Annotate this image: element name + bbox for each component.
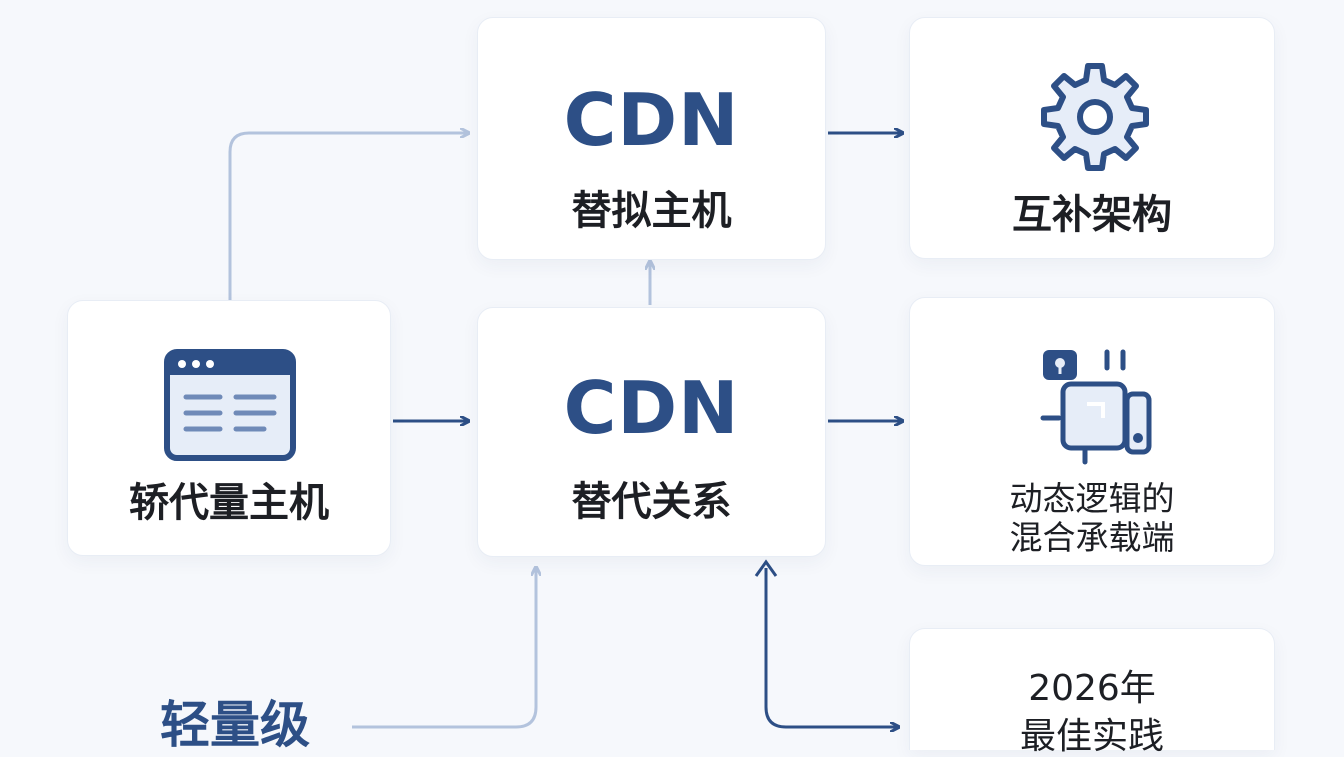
- connector-loop-to-cdn-virtual: [228, 133, 468, 325]
- connector-relationship-to-best-practice: [764, 568, 898, 727]
- node-cdn-relationship-abbr: CDN: [563, 366, 740, 450]
- node-cdn-virtual-host-label: 替拟主机: [571, 188, 732, 234]
- connector-lightweight-to-relationship: [352, 568, 536, 729]
- node-cdn-relationship-label: 替代关系: [571, 479, 732, 525]
- browser-window-icon: [164, 349, 296, 461]
- node-best-practice-line1: 2026年: [1028, 668, 1156, 709]
- lightweight-label: 轻量级: [160, 696, 310, 754]
- node-hybrid-line2: 混合承载端: [1009, 518, 1175, 557]
- node-cdn-virtual-host-abbr: CDN: [563, 78, 740, 162]
- node-hybrid-line1: 动态逻辑的: [1009, 479, 1175, 518]
- node-complementary: 互补架构: [909, 17, 1275, 259]
- node-lightweight-host: 轿代量主机: [67, 300, 391, 556]
- node-best-practice-line2: 最佳实践: [1019, 716, 1164, 757]
- node-cdn-virtual-host: CDN 替拟主机: [477, 17, 826, 260]
- node-complementary-label: 互补架构: [1012, 192, 1172, 238]
- node-lightweight-host-label: 轿代量主机: [129, 480, 329, 526]
- connector-best-practice-up-arrow: [754, 559, 778, 577]
- gear-icon: [1041, 63, 1149, 171]
- node-hybrid: 动态逻辑的 混合承载端: [909, 297, 1275, 566]
- node-cdn-relationship: CDN 替代关系: [477, 307, 826, 557]
- circuit-icon: [1040, 349, 1152, 465]
- node-best-practice: 2026年 最佳实践: [909, 628, 1275, 756]
